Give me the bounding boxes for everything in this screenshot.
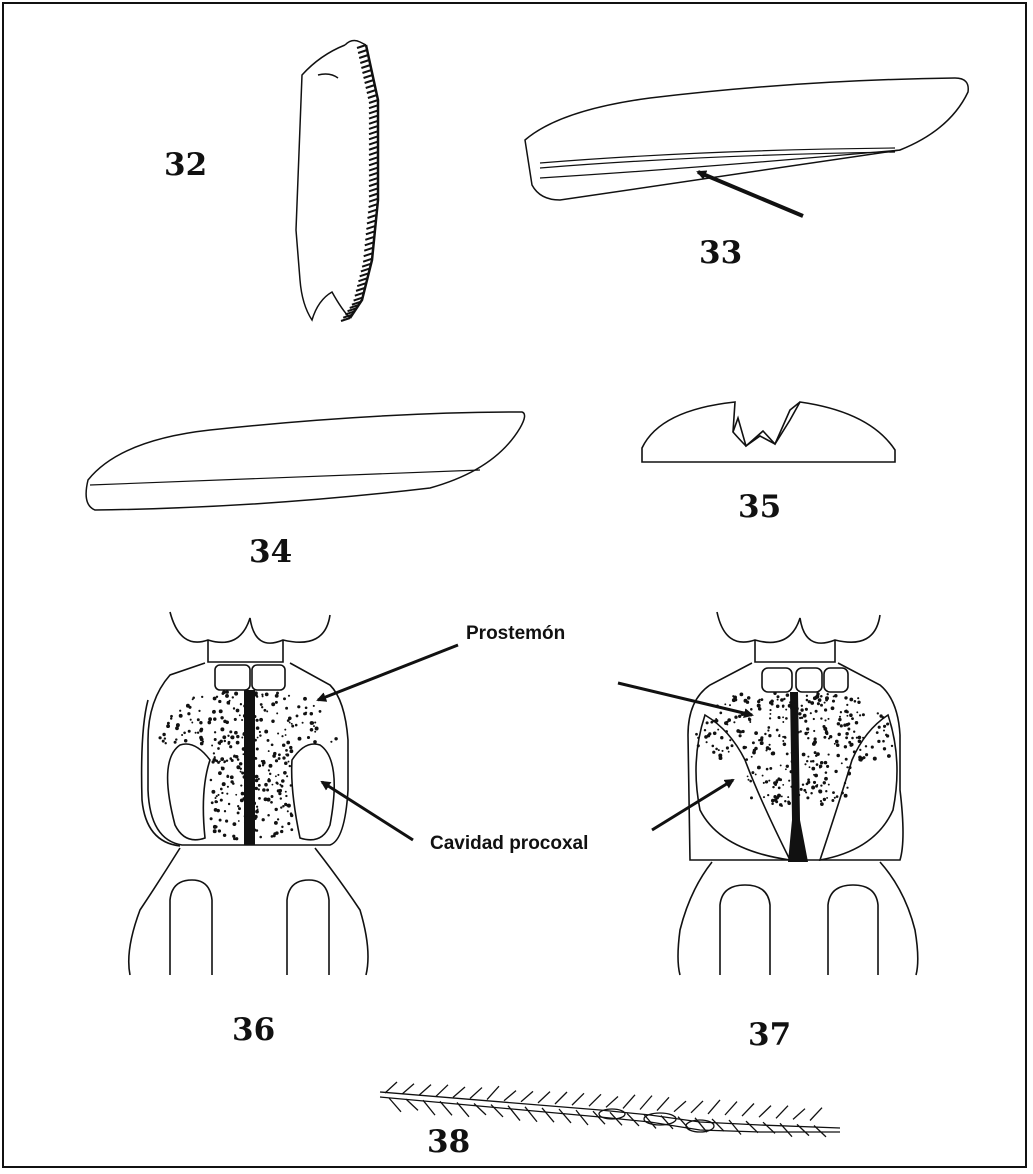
figure-number-33: 33 <box>699 238 742 269</box>
figure-33-arrow <box>698 172 803 216</box>
figure-number-32: 32 <box>164 150 207 181</box>
label-prosternon: Prostemón <box>466 624 565 643</box>
figure-33-elytron <box>525 78 968 200</box>
figure-35-notched-plate <box>642 402 895 462</box>
procoxal-cavity-arrow-left <box>322 782 413 840</box>
figure-number-38: 38 <box>427 1127 470 1158</box>
figure-number-35: 35 <box>738 492 781 523</box>
prosternon-arrow-left <box>318 645 458 700</box>
procoxal-cavity-arrow-right <box>652 780 733 830</box>
figure-number-37: 37 <box>748 1020 791 1051</box>
label-procoxal-cavity: Cavidad procoxal <box>430 834 588 853</box>
figure-32-leg-segment <box>296 41 378 321</box>
figure-number-36: 36 <box>232 1015 275 1046</box>
figure-36-median-keel <box>244 690 255 845</box>
prosternon-arrow-right <box>618 683 752 715</box>
figure-number-34: 34 <box>249 537 292 568</box>
figure-34-elytron <box>86 412 524 510</box>
